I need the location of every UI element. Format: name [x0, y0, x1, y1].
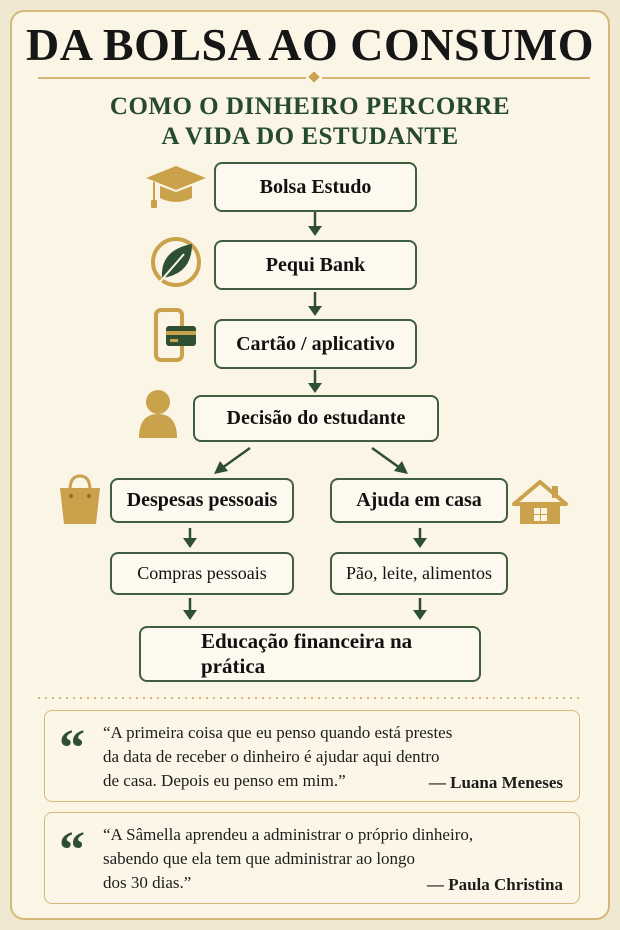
- flow-arrows: [183, 212, 427, 620]
- arrowhead-decisao-despesas: [214, 461, 228, 474]
- arrowhead-despesas-compras: [183, 538, 197, 548]
- node-cartao-aplicativo: Cartão / aplicativo: [214, 319, 417, 369]
- quote-line: dos 30 dias.”: [103, 873, 192, 892]
- quote-author: — Luana Meneses: [428, 773, 563, 792]
- quote-line: sabendo que ela tem que administrar ao l…: [103, 849, 416, 868]
- arrow-decisao-despesas: [221, 446, 251, 470]
- leaf-icon: [151, 237, 201, 287]
- shopping-bag-icon: [60, 474, 100, 524]
- quote-mark-icon: “: [59, 720, 85, 777]
- title-divider-diamond: [308, 71, 320, 83]
- graduation-cap-icon: [146, 166, 206, 208]
- node-educacao-financeira: Educação financeira na prática: [139, 626, 481, 682]
- node-ajuda-em-casa: Ajuda em casa: [330, 478, 508, 523]
- arrowhead-bank-cartao: [308, 306, 322, 316]
- quote-line: da data de receber o dinheiro é ajudar a…: [103, 747, 440, 766]
- node-despesas-pessoais: Despesas pessoais: [110, 478, 294, 523]
- arrowhead-ajuda-pao: [413, 538, 427, 548]
- quote-line: de casa. Depois eu penso em mim.”: [103, 771, 346, 790]
- quote-card-2: “ “A Sâmella aprendeu a administrar o pr…: [44, 812, 580, 904]
- subtitle-line-2: A VIDA DO ESTUDANTE: [161, 123, 459, 150]
- node-decisao-estudante: Decisão do estudante: [193, 395, 439, 442]
- node-bolsa-estudo: Bolsa Estudo: [214, 162, 417, 212]
- arrow-decisao-ajuda: [371, 446, 401, 470]
- arrowhead-bolsa-bank: [308, 226, 322, 236]
- quote-mark-icon: “: [59, 822, 85, 879]
- subtitle: COMO O DINHEIRO PERCORRE A VIDA DO ESTUD…: [0, 92, 620, 152]
- quote-line: “A primeira coisa que eu penso quando es…: [103, 723, 453, 742]
- house-icon: [512, 480, 568, 524]
- arrowhead-compras-educacao: [183, 610, 197, 620]
- quote-line: “A Sâmella aprendeu a administrar o próp…: [103, 825, 474, 844]
- node-pao-leite-alimentos: Pão, leite, alimentos: [330, 552, 508, 595]
- arrowhead-cartao-decisao: [308, 383, 322, 393]
- arrowhead-decisao-ajuda: [394, 461, 408, 474]
- quote-text: “A Sâmella aprendeu a administrar o próp…: [103, 823, 523, 895]
- arrowhead-pao-educacao: [413, 610, 427, 620]
- subtitle-line-1: COMO O DINHEIRO PERCORRE: [109, 93, 511, 120]
- node-compras-pessoais: Compras pessoais: [110, 552, 294, 595]
- quote-author: — Paula Christina: [426, 875, 563, 894]
- person-icon: [139, 390, 177, 438]
- phone-card-icon: [154, 308, 196, 362]
- quote-text: “A primeira coisa que eu penso quando es…: [103, 721, 483, 793]
- node-pequi-bank: Pequi Bank: [214, 240, 417, 290]
- quote-card-1: “ “A primeira coisa que eu penso quando …: [44, 710, 580, 802]
- page-title: DA BOLSA AO CONSUMO: [26, 19, 594, 70]
